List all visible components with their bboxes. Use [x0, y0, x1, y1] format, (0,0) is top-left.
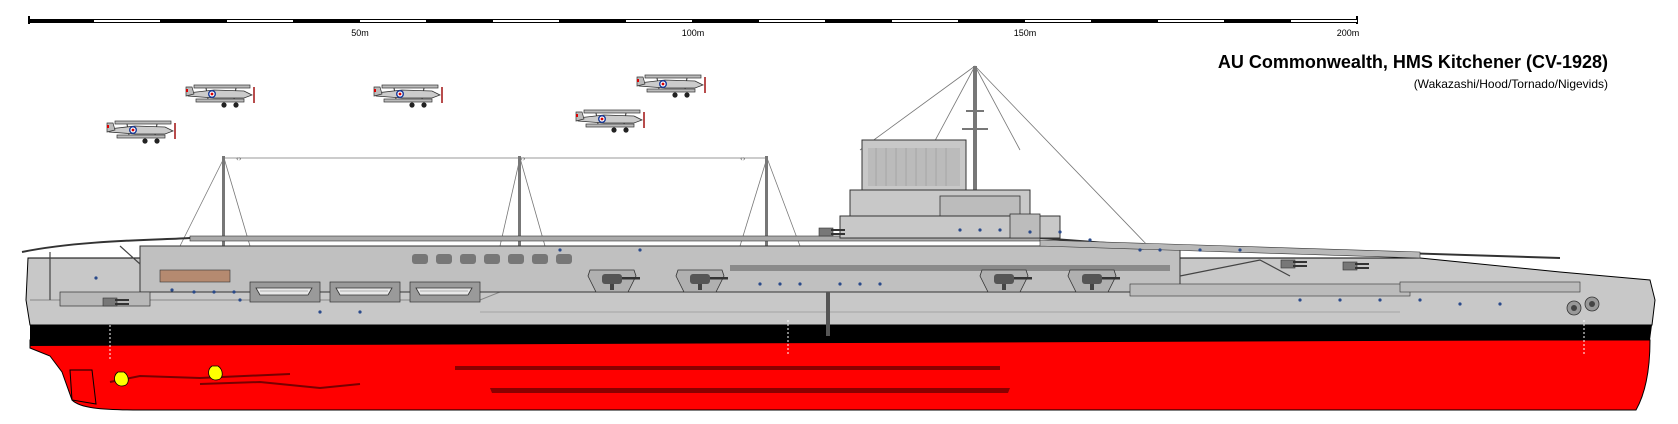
aft-davits: [49, 245, 141, 300]
scale-tick-label: 100m: [681, 28, 705, 38]
island: [839, 139, 1061, 239]
biplane-icon: [373, 84, 443, 109]
bilge-keel: [455, 366, 1000, 370]
rudder: [69, 369, 97, 405]
bow-flight-deck: [1039, 239, 1421, 259]
aft-boat: [159, 269, 231, 283]
title-block: AU Commonwealth, HMS Kitchener (CV-1928)…: [1218, 52, 1608, 91]
propeller-icon: [114, 365, 223, 387]
svg-text:‹›: ‹›: [740, 155, 746, 163]
boat-bays: [249, 281, 481, 303]
gallery-band: [730, 265, 1170, 271]
drawing-credits: (Wakazashi/Hood/Tornado/Nigevids): [1413, 77, 1608, 91]
svg-text:‹›: ‹›: [236, 155, 242, 163]
forecastle-fittings: [1129, 259, 1581, 297]
anchor-icon: [1566, 296, 1600, 316]
scale-bar-line: [28, 16, 1358, 24]
scale-tick-label: 200m: [1336, 28, 1360, 38]
bilge-keel: [490, 388, 1010, 393]
crane: [826, 292, 830, 336]
rigging: [179, 65, 1151, 249]
biplane-icon: [636, 74, 706, 99]
boot-topping: [30, 325, 1652, 346]
pole-masts: [222, 66, 988, 246]
biplane-icon: [106, 120, 176, 145]
drawing-title: AU Commonwealth, HMS Kitchener (CV-1928): [1217, 52, 1608, 72]
draft-marks: [109, 320, 1585, 360]
scale-tick-label: 150m: [1013, 28, 1037, 38]
scale-tick-label: 50m: [351, 28, 369, 38]
svg-text:‹›: ‹›: [520, 155, 526, 163]
hangar-openings: [412, 254, 572, 264]
biplane-icon: [575, 109, 645, 134]
scale-bar: 50m 100m 150m 200m: [28, 14, 1360, 44]
biplane-icon: [185, 84, 255, 109]
